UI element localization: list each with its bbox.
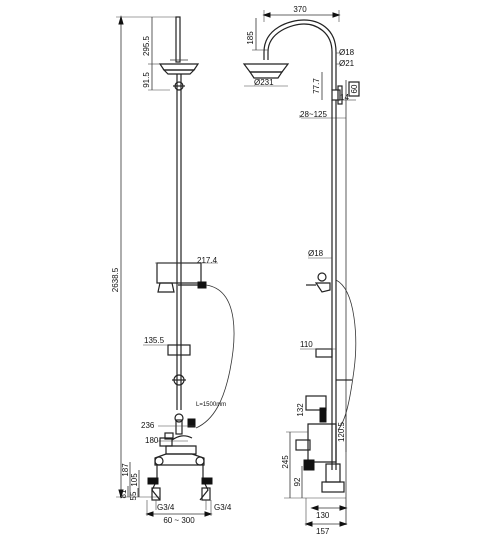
hose-length-label: L=1500mm xyxy=(196,402,226,408)
head-drop-label: 91.5 xyxy=(142,72,151,88)
inlet-right-label: G3/4 xyxy=(214,503,232,512)
pipe-diameter-top-label: Ø18 xyxy=(339,48,355,57)
spout-drop-label: 92 xyxy=(293,477,302,486)
leg-short-label: 55 xyxy=(129,491,138,500)
arm-height-label: 185 xyxy=(246,31,255,45)
rail-diameter-label: Ø18 xyxy=(308,249,324,258)
bracket-size-label: 60 xyxy=(350,84,359,93)
inlet-left-label: G3/4 xyxy=(157,503,175,512)
leg-height-label: 81 xyxy=(119,489,128,498)
mixer-width-label: 236 xyxy=(141,421,155,430)
head-height-label: 295.5 xyxy=(142,35,151,56)
wall-gap-label: 120.5 xyxy=(337,421,346,442)
base-depth-label: 130 xyxy=(316,511,330,520)
pipe-diameter-2-label: Ø21 xyxy=(339,59,355,68)
side-view: 370 185 Ø231 Ø18 Ø21 77.7 60 14 28~125 xyxy=(242,5,360,536)
spout-height-label: 187 xyxy=(121,463,130,477)
centres-label: 60 ~ 300 xyxy=(163,516,195,525)
body-height-label: 245 xyxy=(281,455,290,469)
soap-dish-label: 135.5 xyxy=(144,336,165,345)
overall-depth-label: 157 xyxy=(316,527,330,536)
bracket-depth-label: 14 xyxy=(340,93,349,102)
overall-height-label: 2638.5 xyxy=(111,267,120,292)
mixer-inner-label: 180 xyxy=(145,436,159,445)
dish-projection-label: 110 xyxy=(300,340,313,349)
bracket-offset-label: 77.7 xyxy=(312,78,321,94)
slider-width-label: 217.4 xyxy=(197,256,218,265)
head-diameter-label: Ø231 xyxy=(254,78,274,87)
spout-mid-label: 105 xyxy=(130,473,139,487)
front-view: 2638.5 295.5 91.5 217.4 135.5 xyxy=(111,15,235,525)
arm-width-label: 370 xyxy=(293,5,307,14)
valve-projection-label: 132 xyxy=(296,403,305,417)
wall-distance-label: 28~125 xyxy=(300,110,327,119)
